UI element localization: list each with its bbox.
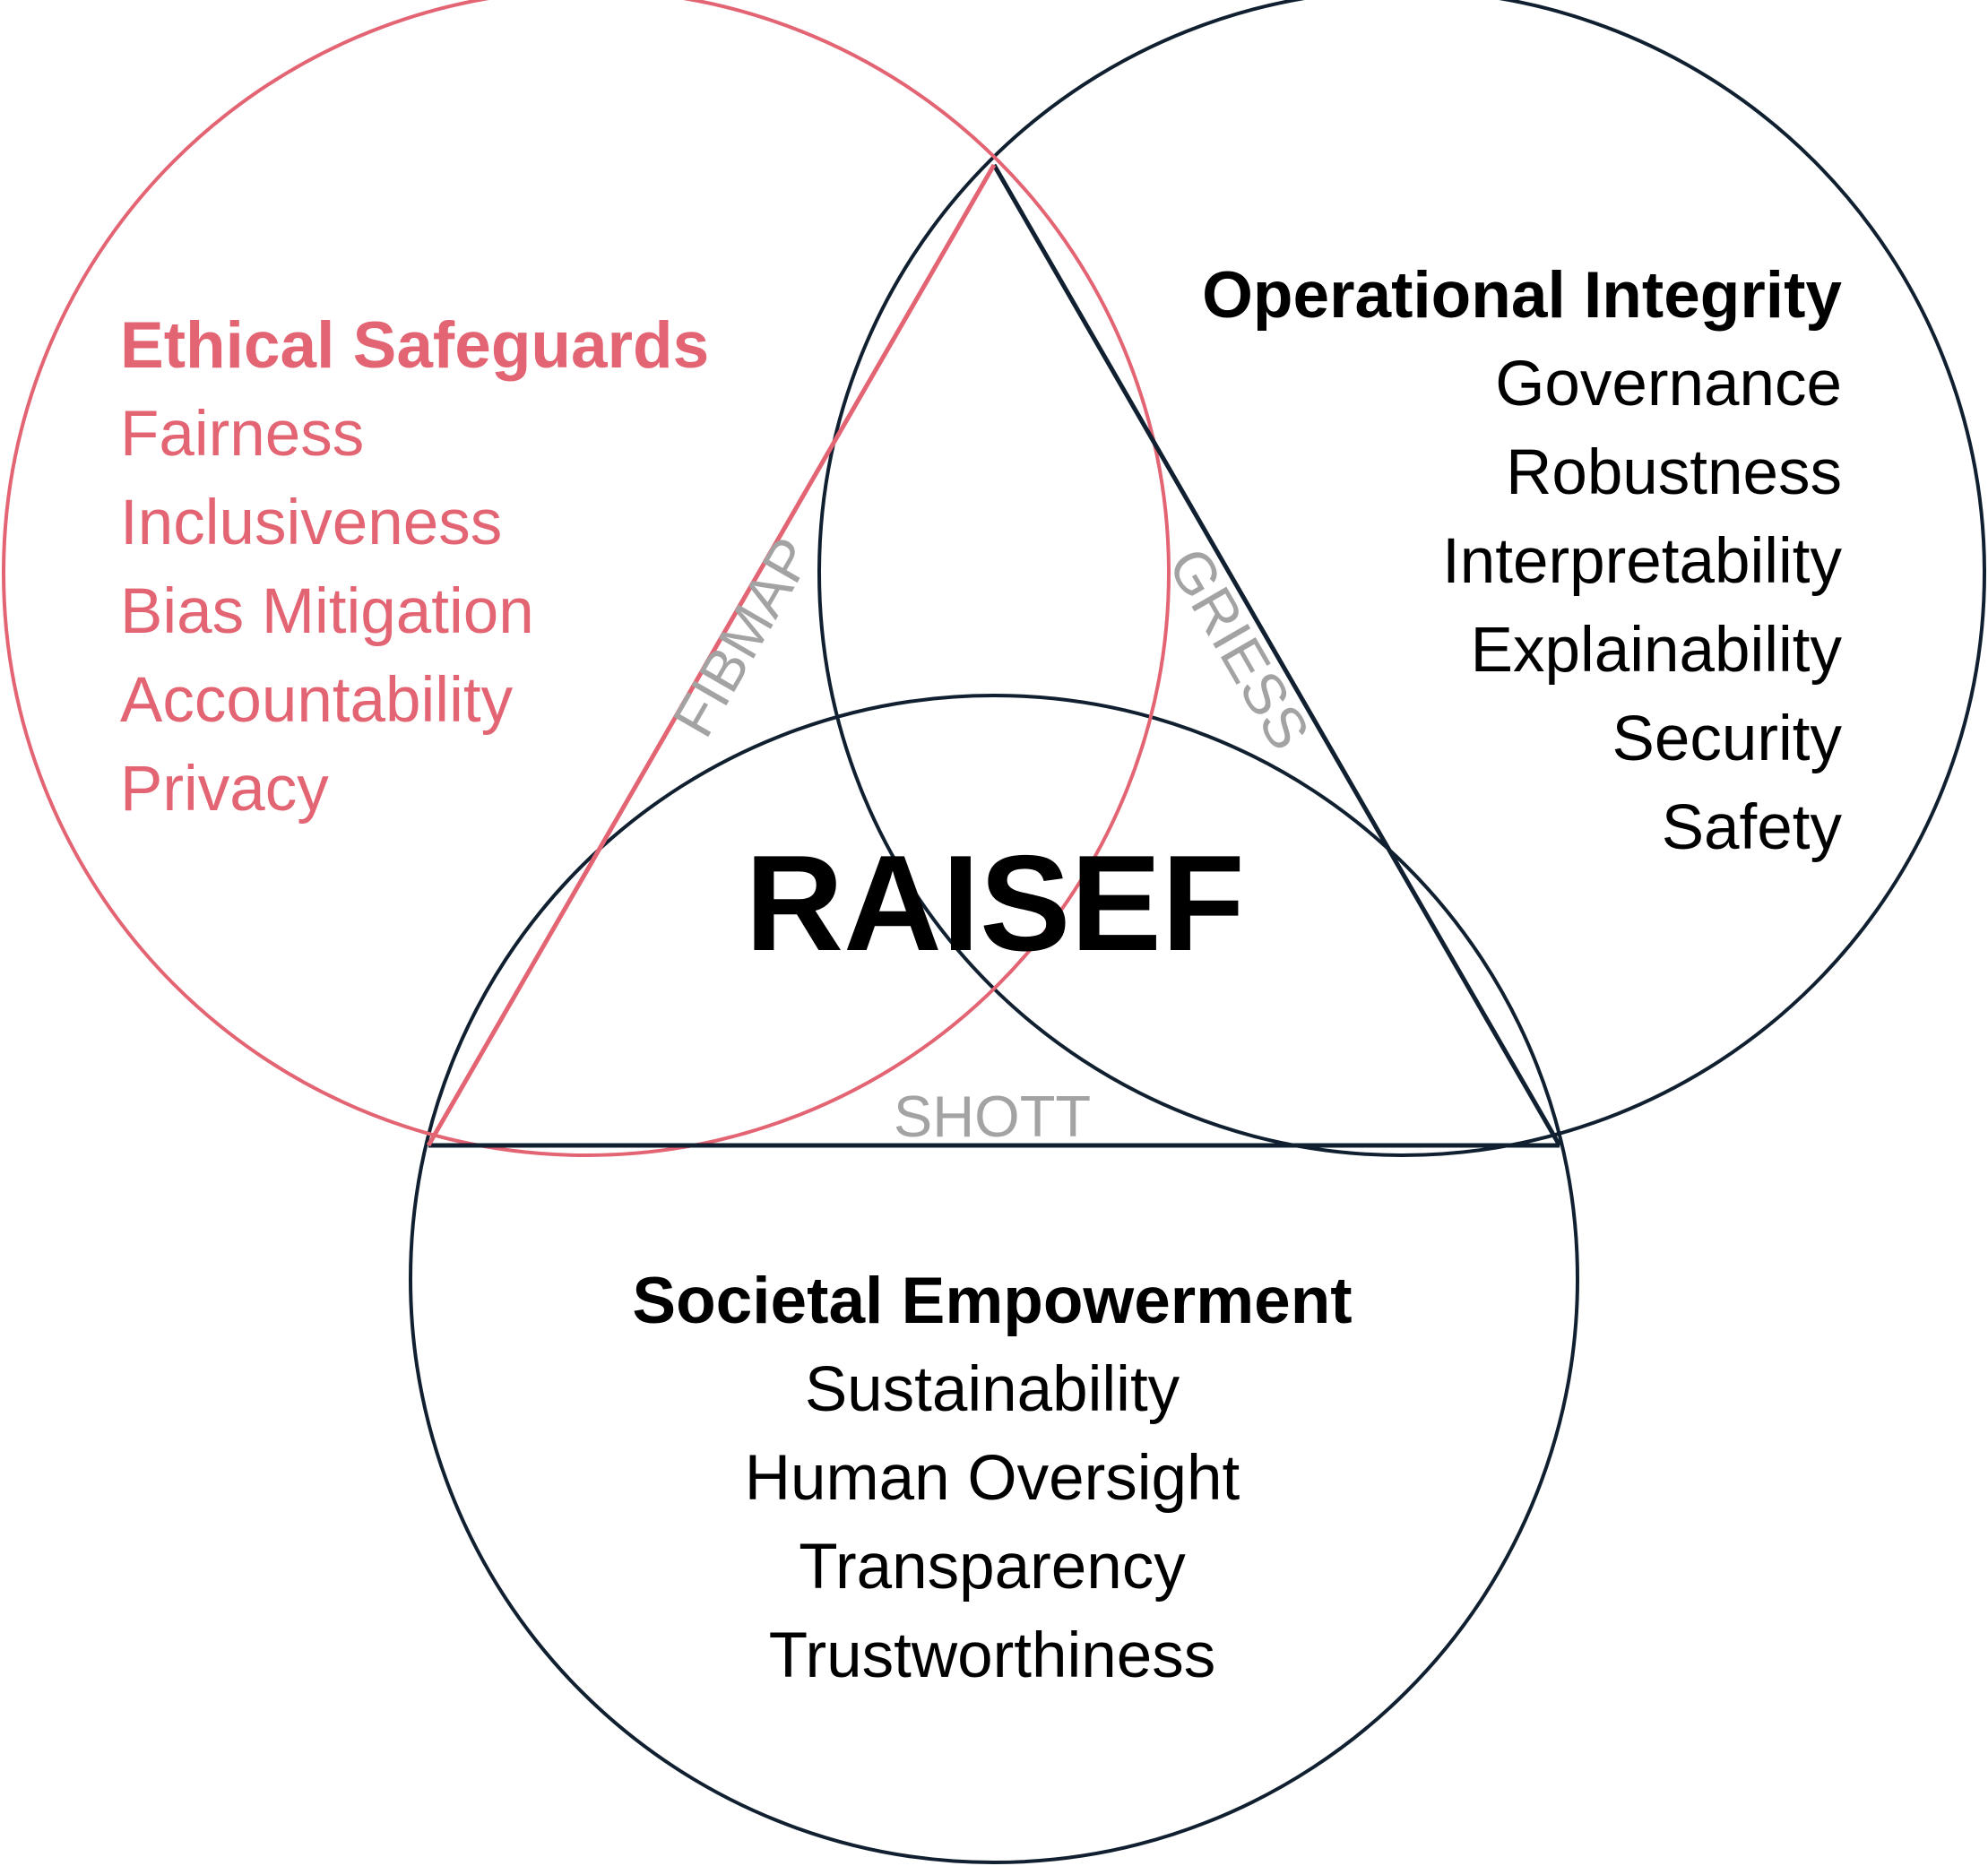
operational-integrity-title: Operational Integrity [1202,259,1842,332]
triangle-left-edge [426,163,997,1147]
ethical-safeguards-group: Ethical Safeguards Fairness Inclusivenes… [120,309,709,825]
ethical-item: Inclusiveness [120,488,502,558]
ethical-item: Bias Mitigation [120,576,534,647]
societal-empowerment-circle [409,694,1579,1864]
societal-item: Transparency [799,1532,1186,1603]
ethical-safeguards-title: Ethical Safeguards [120,309,709,382]
societal-empowerment-group: Societal Empowerment Sustainability Huma… [632,1265,1352,1691]
operational-item: Safety [1662,792,1843,863]
operational-integrity-circle [817,0,1986,1157]
ethical-item: Privacy [120,754,329,825]
ethical-item: Fairness [120,399,364,470]
societal-empowerment-title: Societal Empowerment [632,1265,1352,1337]
operational-integrity-group: Operational Integrity Governance Robustn… [1202,259,1842,863]
societal-item: Sustainability [805,1354,1180,1425]
edge-label-bottom: SHOTT [894,1084,1091,1149]
operational-item: Interpretability [1442,526,1842,597]
operational-item: Robustness [1506,437,1842,508]
societal-item: Human Oversight [745,1443,1240,1514]
operational-item: Governance [1495,349,1842,419]
societal-item: Trustworthiness [769,1620,1215,1691]
edge-label-left: FIBMAP [660,527,825,747]
ethical-item: Accountability [120,665,514,736]
center-title: RAISEF [745,827,1244,980]
operational-item: Explainability [1471,615,1843,686]
ethical-safeguards-circle [2,0,1171,1157]
operational-item: Security [1612,704,1843,774]
triangle-right-edge [991,163,1562,1147]
